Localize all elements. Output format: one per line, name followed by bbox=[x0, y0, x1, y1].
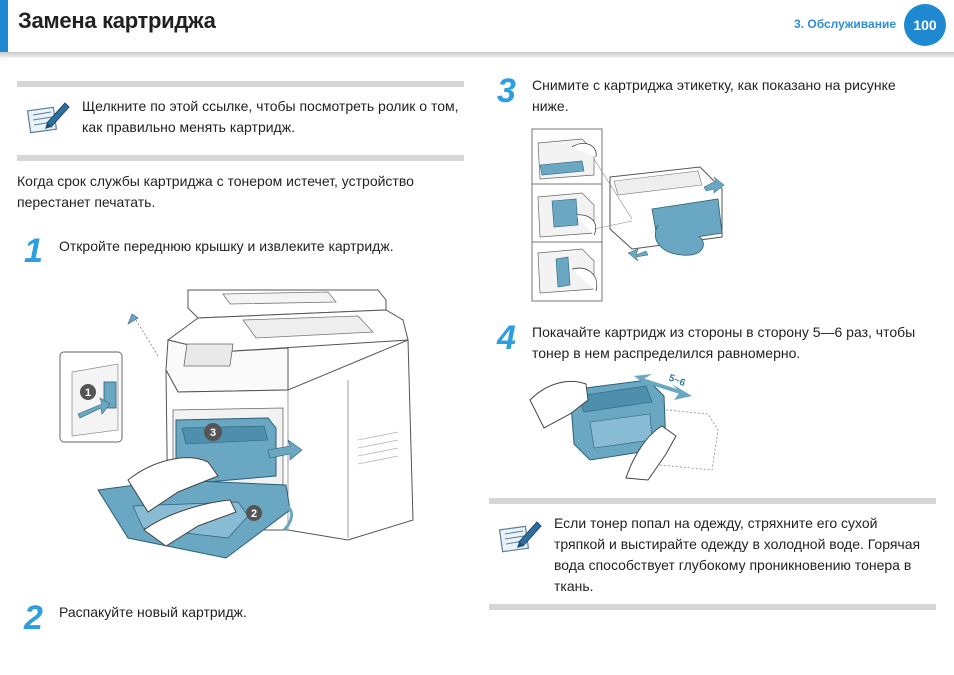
page-number-badge: 100 bbox=[904, 4, 946, 46]
step-4-text: Покачайте картридж из стороны в сторону … bbox=[532, 324, 916, 361]
note-pencil-icon bbox=[498, 521, 542, 553]
page-title: Замена картриджа bbox=[18, 8, 216, 33]
step-1-text: Откройте переднюю крышку и извлеките кар… bbox=[59, 238, 394, 254]
callout-1: 1 bbox=[80, 384, 96, 400]
header-divider bbox=[0, 52, 954, 58]
step-1-number: 1 bbox=[24, 232, 43, 270]
callout-3-label: 3 bbox=[210, 427, 216, 439]
section-label[interactable]: 3. Обслуживание bbox=[794, 17, 896, 31]
callout-2-label: 2 bbox=[251, 508, 257, 520]
note-box-toner: Если тонер попал на одежду, стряхните ег… bbox=[489, 498, 936, 610]
callout-1-label: 1 bbox=[85, 387, 91, 399]
title-accent-bar bbox=[0, 0, 8, 52]
intro-paragraph: Когда срок службы картриджа с тонером ис… bbox=[17, 173, 414, 210]
note-pencil-icon bbox=[26, 102, 70, 134]
callout-2: 2 bbox=[246, 505, 262, 521]
step-3-text: Снимите с картриджа этикетку, как показа… bbox=[532, 77, 896, 114]
note-video-text[interactable]: Щелкните по этой ссылке, чтобы посмотрет… bbox=[82, 98, 459, 135]
remove-label-illustration bbox=[531, 128, 725, 302]
note-toner-text: Если тонер попал на одежду, стряхните ег… bbox=[554, 515, 921, 594]
printer-cartridge-removal-illustration: 1 3 2 bbox=[59, 289, 414, 559]
step-2-number: 2 bbox=[24, 599, 43, 637]
shake-cartridge-illustration: 5~6 bbox=[529, 373, 719, 481]
step-2-text: Распакуйте новый картридж. bbox=[59, 604, 247, 620]
callout-3: 3 bbox=[204, 423, 222, 441]
step-4-number: 4 bbox=[497, 319, 516, 357]
step-3-number: 3 bbox=[497, 72, 516, 110]
note-box-video: Щелкните по этой ссылке, чтобы посмотрет… bbox=[17, 81, 464, 161]
